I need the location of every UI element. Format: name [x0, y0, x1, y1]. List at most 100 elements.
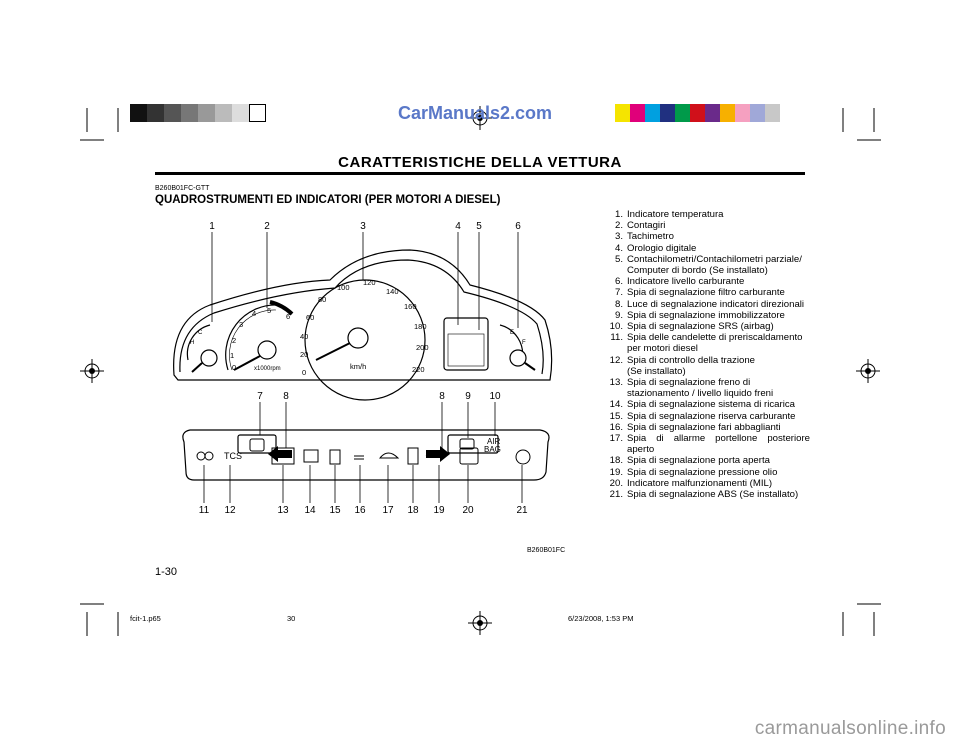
legend-text-continued: (Se installato): [627, 365, 686, 377]
legend-number: 15.: [609, 410, 623, 422]
callout-13: 13: [277, 505, 289, 516]
cluster-housing: [173, 249, 553, 381]
legend-number: 9.: [614, 309, 623, 321]
footer-date: 6/23/2008, 1:53 PM: [568, 614, 634, 623]
callout-20: 20: [462, 505, 474, 516]
callout-7: 7: [257, 391, 263, 402]
callout-3: 3: [360, 221, 366, 232]
callout-12: 12: [224, 505, 236, 516]
legend-text: Spia di segnalazione immobilizzatore: [627, 309, 785, 321]
rpm-unit: x1000rpm: [254, 366, 281, 372]
legend-number: 6.: [614, 276, 623, 288]
legend-item: 3.Tachimetro: [605, 231, 810, 242]
legend-number: 14.: [609, 399, 623, 411]
speed-unit: km/h: [350, 362, 366, 371]
callout-6: 6: [515, 221, 521, 232]
legend-text: Spia di segnalazione SRS (airbag): [627, 321, 774, 333]
abs-icon: [515, 449, 531, 465]
legend-text: Contachilometri/Contachilometri parziale…: [627, 253, 802, 265]
rpm-tick-3: 3: [239, 320, 243, 329]
legend-text-continued: stazionamento / livello liquido freni: [627, 388, 774, 400]
warning-panel: [182, 429, 550, 481]
legend-text: Spia di segnalazione freno di: [627, 377, 751, 389]
legend-item: 4.Orologio digitale: [605, 243, 810, 254]
rpm-tick-6: 6: [286, 312, 290, 321]
legend-number: 11.: [610, 332, 623, 344]
fuel-full-label: F: [522, 340, 526, 346]
tachometer-needle-hub: [257, 340, 277, 360]
footer-file: fcit-1.p65: [130, 614, 161, 623]
legend-number: 19.: [609, 466, 623, 478]
callout-18: 18: [407, 505, 419, 516]
instrument-cluster-figure: 0 20 40 60 80 100 120 140 160 180 200 22…: [173, 221, 553, 516]
fuel-filter-icon: [249, 438, 265, 452]
speed-tick-220: 220: [412, 365, 425, 374]
tcs-label: TCS: [224, 451, 242, 461]
legend-number: 2.: [614, 220, 623, 232]
legend-item: 1.Indicatore temperatura: [605, 209, 810, 220]
figure-code: B260B01FC: [527, 547, 566, 554]
rpm-tick-0: 0: [232, 363, 236, 372]
legend-text: Indicatore livello carburante: [627, 276, 745, 288]
high-beam-icon: [354, 455, 364, 460]
temperature-gauge: [186, 324, 211, 361]
airbag-label-2: BAG: [484, 445, 501, 454]
legend-text: Spia delle candelette di preriscaldament…: [627, 332, 803, 344]
footer-page: 30: [287, 614, 296, 623]
legend-number: 18.: [609, 455, 623, 467]
callout-15: 15: [329, 505, 341, 516]
battery-icon: [303, 449, 319, 463]
temp-low-label: C: [198, 330, 203, 336]
legend-item: 20.Indicatore malfunzionamenti (MIL): [605, 478, 810, 489]
legend-number: 20.: [609, 477, 623, 489]
fuel-needle-hub: [509, 349, 527, 367]
section-code: B260B01FC-GTT: [155, 185, 210, 192]
legend-item: 7.Spia di segnalazione filtro carburante: [605, 287, 810, 298]
legend-text: Contagiri: [627, 220, 666, 232]
watermark-top[interactable]: CarManuals2.com: [398, 103, 553, 123]
speed-tick-0: 0: [302, 368, 306, 377]
legend-item: 5.Contachilometri/Contachilometri parzia…: [605, 254, 810, 265]
legend-number: 10.: [609, 321, 623, 333]
callout-16: 16: [354, 505, 366, 516]
legend-text: Spia di segnalazione fari abbaglianti: [627, 421, 781, 433]
legend-item: 13. Spia di segnalazione freno di: [605, 377, 810, 388]
legend-item: 6. Indicatore livello carburante: [605, 276, 810, 287]
speed-tick-180: 180: [414, 322, 427, 331]
legend-item: 21.Spia di segnalazione ABS (Se installa…: [605, 489, 810, 500]
airbag-label-1: AIR: [487, 437, 501, 446]
legend-item: 17.Spia di allarme portellone posteriore…: [605, 433, 810, 455]
legend-number: 13.: [609, 377, 623, 389]
immobilizer-icon: [459, 438, 475, 450]
rpm-tick-2: 2: [232, 336, 236, 345]
header-rule: [155, 172, 805, 175]
callout-11: 11: [199, 505, 210, 516]
watermark-bottom[interactable]: carmanualsonline.info: [754, 718, 946, 739]
temp-high-label: H: [190, 340, 194, 346]
legend-item: 16.Spia di segnalazione fari abbaglianti: [605, 422, 810, 433]
speed-tick-80: 80: [318, 295, 326, 304]
legend-text: Tachimetro: [627, 231, 674, 243]
legend-text: Spia di segnalazione sistema di ricarica: [627, 399, 795, 411]
left-turn-arrow: [268, 446, 292, 462]
brake-warning-icon: [271, 447, 295, 465]
legend-number: 8.: [614, 298, 623, 310]
tailgate-open-icon: [378, 452, 400, 459]
right-turn-arrow: [426, 446, 450, 462]
speed-tick-40: 40: [300, 332, 308, 341]
rpm-tick-4: 4: [252, 309, 256, 318]
callout-4: 4: [455, 221, 461, 232]
glow-plug-icon: [196, 451, 214, 461]
legend-text: Spia di segnalazione porta aperta: [627, 455, 770, 467]
legend-text: Spia di segnalazione riserva carburante: [627, 410, 796, 422]
legend-item: 15. Spia di segnalazione riserva carburan…: [605, 411, 810, 422]
callout-8-right: 8: [439, 391, 445, 402]
callout-1: 1: [209, 221, 215, 232]
page-header-title: CARATTERISTICHE DELLA VETTURA: [338, 154, 622, 171]
callout-2: 2: [264, 221, 270, 232]
legend-number: 1.: [614, 209, 623, 220]
speed-tick-160: 160: [404, 302, 417, 311]
fuel-empty-label: E: [510, 330, 514, 336]
oil-pressure-icon: [425, 452, 445, 457]
door-open-icon: [407, 447, 419, 465]
